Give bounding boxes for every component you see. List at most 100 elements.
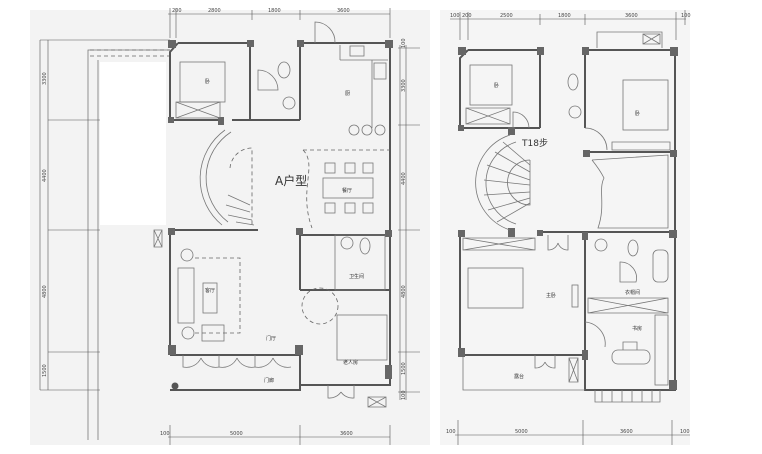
- dim-label: 3600: [625, 13, 638, 19]
- wardrobe: [465, 107, 511, 125]
- dim-label: 1500: [42, 364, 48, 377]
- terrace-rail: [462, 355, 585, 391]
- left-dimension-line: 3300 4400 4800 1500: [39, 39, 170, 391]
- round-table: [301, 287, 339, 325]
- dim-label: 3600: [340, 431, 353, 437]
- dim-label: 1800: [268, 8, 281, 14]
- dim-label: 4400: [401, 172, 407, 185]
- bathroom-2: [334, 234, 386, 291]
- dining-chairs: [324, 162, 374, 214]
- dim-label: 200: [462, 13, 472, 19]
- bottom-dimension-line: 100 5000 3600: [160, 425, 391, 445]
- dim-label: 3300: [42, 72, 48, 85]
- dim-label: 200: [172, 8, 182, 14]
- stair-treads: [483, 141, 531, 223]
- dining-table: [322, 177, 374, 199]
- tv-cabinet: [571, 284, 579, 308]
- room-label-porch: 门廊: [264, 377, 274, 384]
- dim-label: 100: [160, 431, 170, 437]
- porch-doors: [182, 355, 292, 368]
- dim-label: 3600: [337, 8, 350, 14]
- dim-label: 4800: [42, 285, 48, 298]
- dim-label: 1800: [558, 13, 571, 19]
- bed: [622, 79, 669, 131]
- toilet: [627, 239, 639, 257]
- dim-label: 100: [401, 390, 407, 400]
- dim-label: 100: [401, 38, 407, 48]
- dining-zone: [302, 149, 390, 229]
- double-height-void: [591, 154, 669, 229]
- sofa: [177, 267, 195, 324]
- dim-label: 4400: [42, 169, 48, 182]
- room-label-bathroom: 卫生间: [349, 273, 364, 280]
- washbasin: [340, 236, 354, 250]
- stove: [373, 62, 387, 80]
- room-label-elder-room: 老人房: [343, 359, 358, 366]
- room-label-foyer: 门厅: [266, 335, 276, 342]
- terrace-door: [534, 355, 556, 369]
- room-label-terrace: 露台: [514, 373, 524, 380]
- sink: [349, 45, 365, 57]
- plan-b: 100 200 2500 1800 3600 100 100 5000 3600…: [446, 10, 691, 445]
- plant: [180, 248, 194, 262]
- dim-label: 3300: [401, 79, 407, 92]
- room-label-bedroom: 卧: [205, 78, 210, 85]
- room-label-wardrobe: 衣帽间: [625, 289, 640, 296]
- washbasin: [282, 96, 296, 110]
- wardrobe: [611, 141, 671, 151]
- kitchen-counter: [339, 45, 388, 128]
- master-door: [547, 235, 569, 251]
- elder-room-door: [327, 385, 355, 399]
- rug: [195, 257, 241, 334]
- room-label-master-bedroom: 主卧: [546, 292, 556, 299]
- bathtub: [652, 249, 669, 283]
- ac-unit: [367, 396, 387, 408]
- bath-door: [257, 69, 279, 91]
- room-label-bedroom: 卧: [635, 110, 640, 117]
- room-label-bedroom: 卧: [494, 82, 499, 89]
- plan-a: 3300 4400 4800 1500 200 2800 1800 3600 1…: [39, 8, 420, 445]
- bedroom-door: [584, 127, 608, 151]
- side-table: [181, 326, 195, 340]
- wall-columns: [168, 40, 393, 390]
- dim-label: 100: [680, 429, 690, 435]
- washbasin: [568, 105, 582, 119]
- spiral-stair: [199, 129, 232, 226]
- dim-label: 100: [450, 13, 460, 19]
- blank-area: [100, 62, 166, 225]
- room-label-dining: 餐厅: [342, 187, 352, 194]
- top-dimension-line: 200 2800 1800 3600: [168, 8, 391, 38]
- room-label-kitchen: 厨: [345, 91, 350, 97]
- dim-label: 2500: [500, 13, 513, 19]
- closet: [587, 297, 669, 314]
- dim-label: 100: [681, 13, 691, 19]
- room-label-study: 书房: [632, 325, 642, 332]
- toilet: [277, 61, 291, 79]
- bed: [336, 314, 388, 361]
- bar-stools: [348, 124, 386, 136]
- ac-unit: [642, 33, 661, 45]
- wardrobe: [175, 101, 221, 119]
- ac-unit: [568, 357, 579, 383]
- stair-label: T18步: [521, 138, 548, 149]
- bookshelf: [654, 314, 669, 386]
- dim-label: 4800: [401, 285, 407, 298]
- spiral-stair: [475, 134, 531, 231]
- coffee-table: [202, 282, 218, 314]
- bottom-dimension-line: 100 5000 3600 100: [446, 420, 690, 445]
- bedroom-door: [512, 111, 530, 129]
- wardrobe: [462, 237, 536, 251]
- washbasin: [594, 238, 608, 252]
- toilet: [567, 73, 579, 91]
- wall-columns: [458, 47, 678, 390]
- entrance-steps: [594, 390, 661, 403]
- dim-label: 5000: [515, 429, 528, 435]
- balcony: [596, 31, 663, 48]
- dim-label: 2800: [208, 8, 221, 14]
- dim-label: 3600: [620, 429, 633, 435]
- bed: [469, 64, 513, 106]
- bath-door: [619, 261, 637, 283]
- right-dimension-line: 100 3300 4400 4800 1500 100: [398, 38, 420, 400]
- dim-label: 1500: [401, 362, 407, 375]
